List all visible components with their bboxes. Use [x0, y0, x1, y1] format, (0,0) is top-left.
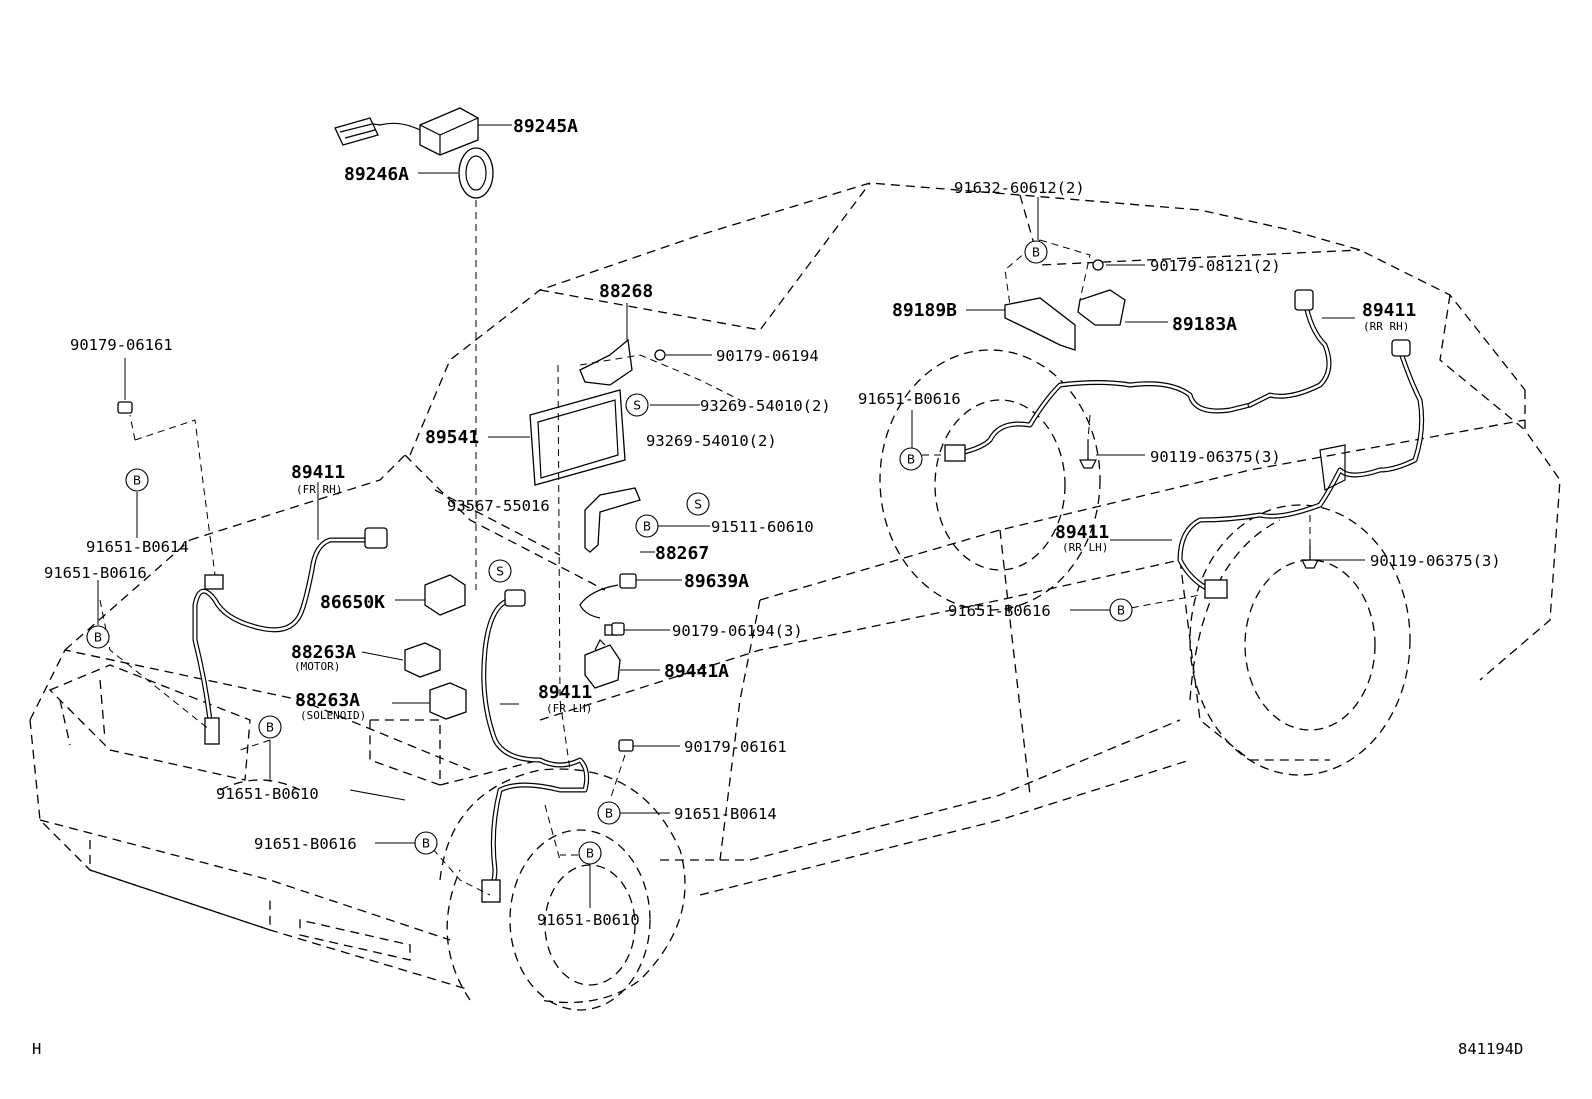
wire-89411-rr-lh-right [1177, 339, 1425, 599]
label-90179-06194-3: 90179-06194(3) [672, 622, 803, 640]
sensor-89183a-part [1077, 289, 1126, 326]
label-93269-54010-b: 93269-54010(2) [646, 432, 777, 450]
sublabel-motor: (MOTOR) [294, 660, 340, 673]
svg-text:B: B [605, 807, 613, 821]
diagram-id: 841194D [1458, 1040, 1523, 1058]
sensor-89245a-part [334, 107, 479, 156]
svg-text:B: B [1117, 604, 1125, 618]
label-90119-06375-b: 90119-06375(3) [1370, 552, 1501, 570]
tag-b-3: B [258, 715, 282, 739]
sublabel-fr-rh: (FR RH) [296, 483, 342, 496]
vehicle-outline [29, 182, 1561, 1011]
label-91651-b0616-c: 91651-B0616 [858, 390, 961, 408]
svg-text:B: B [643, 520, 651, 534]
label-90179-06161-a: 90179-06161 [70, 336, 173, 354]
tag-b-10: B [1109, 598, 1133, 622]
wire-89411-rr-rh [1247, 289, 1332, 408]
label-91651-b0616-b: 91651-B0616 [254, 835, 357, 853]
tag-b-1: B [125, 468, 149, 492]
leader-lines [97, 124, 1365, 908]
relay-86650k-part [424, 574, 466, 616]
label-90179-08121: 90179-08121(2) [1150, 257, 1281, 275]
label-89411-rr-lh: 89411 [1055, 522, 1109, 543]
sublabel-solenoid: (SOLENOID) [300, 709, 366, 722]
ring-89246a-part [458, 147, 494, 199]
tag-b-6: B [578, 841, 602, 865]
corner-left-code: H [32, 1040, 41, 1058]
label-89541: 89541 [425, 427, 479, 448]
tag-b-7: B [635, 514, 659, 538]
wire-89411-fr-lh [481, 589, 590, 903]
svg-text:B: B [133, 474, 141, 488]
label-89183a: 89183A [1172, 314, 1237, 335]
tag-b-9: B [899, 447, 923, 471]
label-91632-60612: 91632-60612(2) [954, 179, 1085, 197]
label-93567-55016: 93567-55016 [447, 497, 550, 515]
label-89411-fr-lh: 89411 [538, 682, 592, 703]
parts-artwork [117, 107, 1425, 903]
tag-b-4: B [414, 831, 438, 855]
sublabel-fr-lh: (FR LH) [546, 702, 592, 715]
relay-88263a-motor-part [404, 642, 441, 678]
label-86650k: 86650K [320, 592, 385, 613]
label-89246a: 89246A [344, 164, 409, 185]
sublabel-rr-rh: (RR RH) [1363, 320, 1409, 333]
label-89639a: 89639A [684, 571, 749, 592]
label-91651-b0610-a: 91651-B0610 [216, 785, 319, 803]
svg-text:S: S [496, 565, 504, 579]
svg-text:B: B [586, 847, 594, 861]
label-88263a-solenoid: 88263A [295, 690, 360, 711]
svg-text:B: B [94, 631, 102, 645]
svg-text:S: S [694, 498, 702, 512]
circled-tags: B B B B B B B B B B S S S [86, 240, 1133, 865]
tag-b-5: B [597, 801, 621, 825]
label-91651-b0616-d: 91651-B0616 [948, 602, 1051, 620]
tag-s-1: S [625, 393, 649, 417]
bracket-88268-part [579, 338, 633, 386]
label-91651-b0614-a: 91651-B0614 [86, 538, 189, 556]
label-88267: 88267 [655, 543, 709, 564]
label-90119-06375-a: 90119-06375(3) [1150, 448, 1281, 466]
label-91651-b0616-a: 91651-B0616 [44, 564, 147, 582]
svg-text:B: B [1032, 246, 1040, 260]
label-91651-b0610-b: 91651-B0610 [537, 911, 640, 929]
bracket-88267-part [584, 487, 641, 553]
svg-text:S: S [633, 399, 641, 413]
label-90179-06161-b: 90179-06161 [684, 738, 787, 756]
tag-b-2: B [86, 625, 110, 649]
label-89441a: 89441A [664, 661, 729, 682]
label-89411-fr-rh: 89411 [291, 462, 345, 483]
label-89245a: 89245A [513, 116, 578, 137]
tag-s-2: S [686, 492, 710, 516]
wire-89411-fr-rh [192, 527, 388, 745]
sublabel-rr-lh: (RR LH) [1062, 541, 1108, 554]
svg-text:B: B [907, 453, 915, 467]
bracket-89189b-part [1004, 297, 1076, 351]
wire-89411-rr-lh [944, 380, 1253, 462]
label-88268: 88268 [599, 281, 653, 302]
svg-text:B: B [266, 721, 274, 735]
relay-88263a-solenoid-part [429, 682, 467, 720]
label-93269-54010-a: 93269-54010(2) [700, 397, 831, 415]
tag-b-8: B [1024, 240, 1048, 264]
label-89411-rr-rh: 89411 [1362, 300, 1416, 321]
tag-s-3: S [488, 559, 512, 583]
label-89189b: 89189B [892, 300, 957, 321]
part-labels: 89245A 89246A 88268 90179-06194 93269-54… [44, 116, 1501, 929]
label-88263a-motor: 88263A [291, 642, 356, 663]
svg-text:B: B [422, 837, 430, 851]
label-90179-06194: 90179-06194 [716, 347, 819, 365]
label-91651-b0614-b: 91651-B0614 [674, 805, 777, 823]
label-91511-60610: 91511-60610 [711, 518, 814, 536]
ecu-89541-part [529, 389, 626, 486]
